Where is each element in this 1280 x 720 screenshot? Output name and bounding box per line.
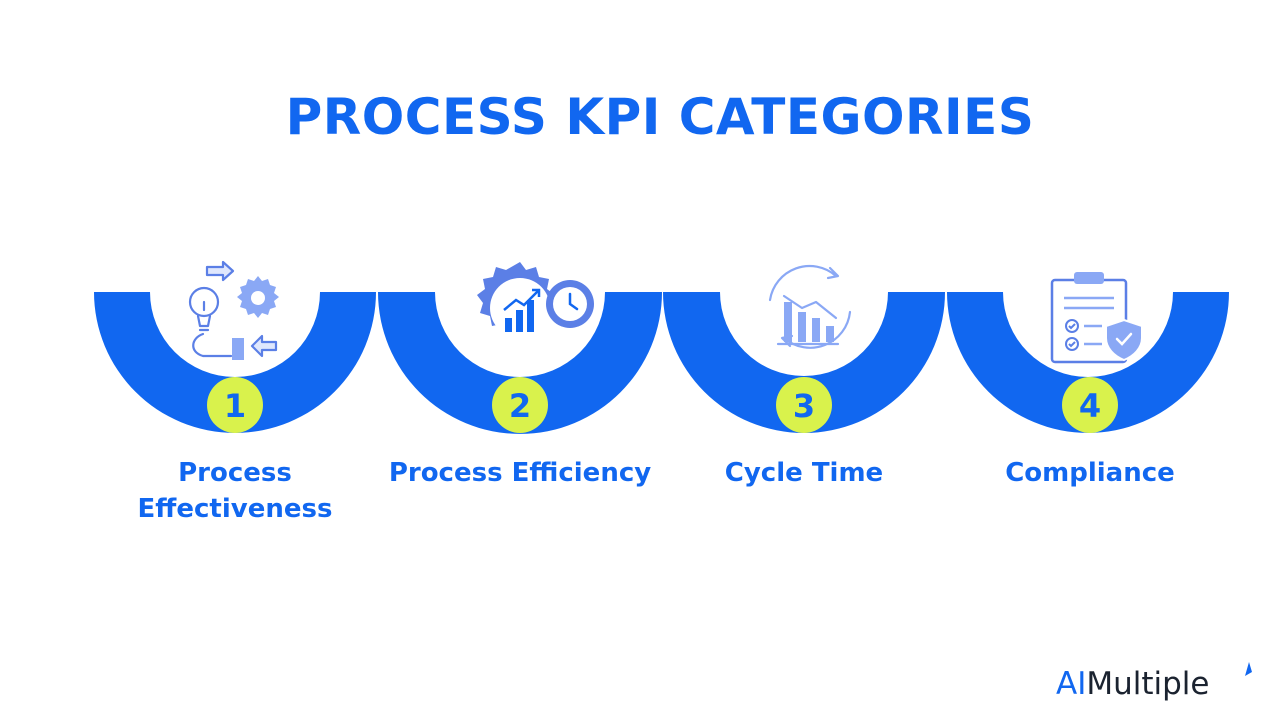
idea-process-icon: [188, 260, 279, 360]
step-badge-4: 4: [1062, 377, 1118, 433]
logo-mark-icon: [1245, 662, 1252, 676]
step-number-2: 2: [509, 387, 531, 425]
arc-2: [378, 292, 662, 434]
step-badge-2: 2: [492, 377, 548, 433]
arc-band: [94, 292, 1229, 434]
step-label-3: Cycle Time: [724, 458, 884, 488]
step-label-1: Process Effectiveness: [137, 458, 333, 524]
cycle-chart-icon: [768, 264, 852, 349]
step-label-4: Compliance: [1005, 458, 1175, 488]
page-title: PROCESS KPI CATEGORIES: [285, 88, 1035, 146]
step-badge-1: 1: [207, 377, 263, 433]
step-number-1: 1: [224, 387, 246, 425]
step-number-4: 4: [1079, 387, 1101, 425]
arc-3: [663, 292, 945, 433]
logo-prefix: AI: [1056, 666, 1087, 702]
step-badge-3: 3: [776, 377, 832, 433]
step-label-2: Process Efficiency: [388, 458, 652, 488]
clipboard-shield-icon: [1050, 272, 1143, 364]
arc-4: [947, 292, 1229, 433]
aimultiple-logo: AIMultiple: [1056, 666, 1210, 702]
arc-1: [94, 292, 376, 433]
logo-suffix: Multiple: [1086, 666, 1210, 702]
step-number-3: 3: [793, 387, 815, 425]
gear-chart-clock-icon: [477, 262, 594, 338]
